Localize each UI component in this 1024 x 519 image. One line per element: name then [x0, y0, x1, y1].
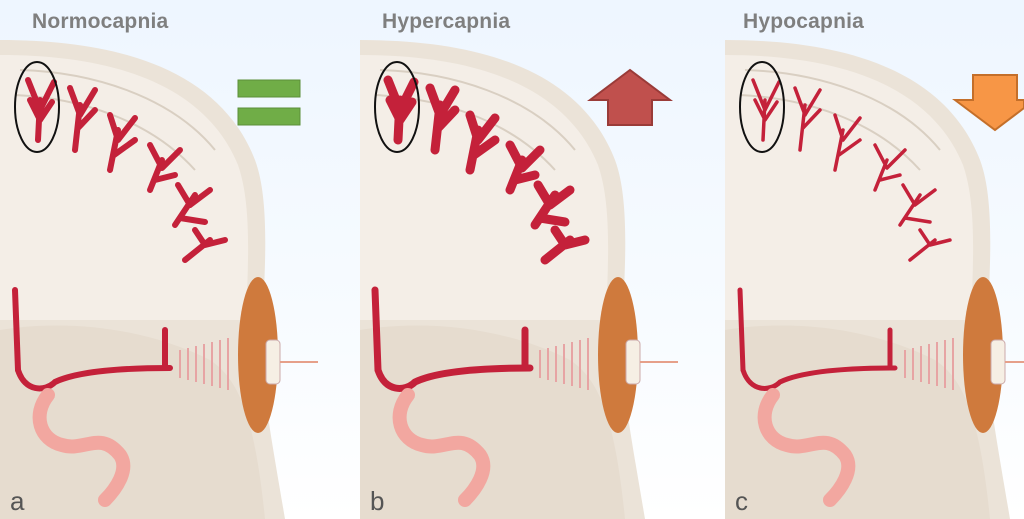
equal-icon [238, 80, 300, 125]
panel-title: Normocapnia [32, 10, 168, 34]
arrow-up-icon [590, 70, 670, 125]
panel-normocapnia: Normocapnia a [0, 0, 341, 519]
panel-title: Hypocapnia [743, 10, 864, 34]
panel-hypocapnia: Hypocapnia c [725, 0, 1024, 519]
panel-letter: c [735, 486, 748, 517]
arrow-down-icon [955, 75, 1024, 130]
head-illustration-normocapnia [0, 0, 341, 519]
panel-letter: a [10, 486, 24, 517]
panel-title: Hypercapnia [382, 10, 510, 34]
head-illustration-hypocapnia [725, 0, 1024, 519]
panel-hypercapnia: Hypercapnia b [360, 0, 701, 519]
head-illustration-hypercapnia [360, 0, 701, 519]
panel-letter: b [370, 486, 384, 517]
